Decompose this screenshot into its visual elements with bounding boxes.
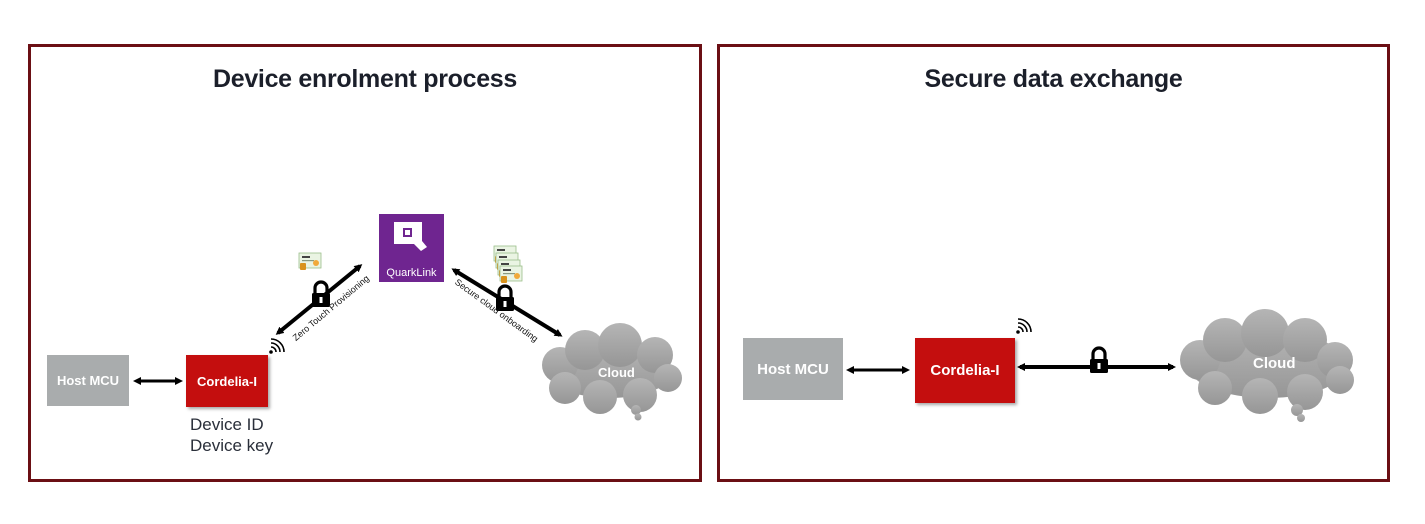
exchange-panel: Secure data exchange [717,44,1390,482]
quarklink-node: QuarkLink [379,214,444,282]
cloud-shape-left [542,323,682,421]
host-mcu-label: Host MCU [56,373,120,388]
cloud-label-left: Cloud [598,365,635,380]
enrolment-panel: Device enrolment process [28,44,702,482]
cloud-label-right: Cloud [1253,355,1296,372]
device-credentials: Device ID Device key [190,414,273,456]
wifi-icon [1015,318,1032,335]
cordelia-label: Cordelia-I [930,362,1000,379]
quarklink-logo-icon [394,222,427,251]
host-mcu-node: Host MCU [47,355,129,406]
host-mcu-label: Host MCU [757,360,829,378]
device-key-label: Device key [190,436,274,455]
cordelia-node: Cordelia-I [186,355,268,407]
wifi-icon [268,338,285,355]
exchange-title: Secure data exchange [924,65,1183,93]
cordelia-node: Cordelia-I [915,338,1015,403]
device-id-label: Device ID [190,415,264,434]
enrolment-title: Device enrolment process [212,65,518,93]
certificate-icon [298,252,322,271]
lock-icon [1088,346,1110,375]
quarklink-label: QuarkLink [386,267,437,279]
certificate-stack-icon [493,245,523,284]
cordelia-label: Cordelia-I [197,373,257,389]
cloud-shape-right [1180,309,1354,422]
host-mcu-node: Host MCU [743,338,843,400]
